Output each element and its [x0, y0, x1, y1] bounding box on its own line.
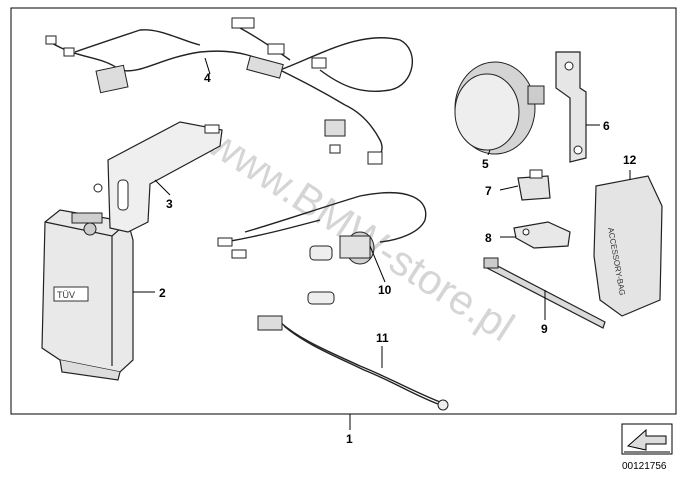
- callout-11: 11: [376, 331, 389, 345]
- leader-lines: [133, 57, 631, 430]
- arrow-logo-icon: [621, 423, 673, 455]
- callout-3: 3: [166, 197, 173, 211]
- clip-part: [517, 169, 551, 201]
- callout-8: 8: [485, 231, 492, 245]
- callout-6: 6: [603, 119, 610, 133]
- callout-1: 1: [346, 432, 353, 446]
- callout-12: 12: [623, 153, 637, 167]
- callout-7: 7: [485, 184, 492, 198]
- small-bracket-part: [513, 221, 571, 249]
- ignition-switch-part: [217, 192, 427, 305]
- callout-2: 2: [159, 286, 166, 300]
- mounting-strap-part: [555, 51, 587, 163]
- diagram-number: 00121756: [622, 461, 667, 472]
- diagram-frame: [10, 7, 677, 415]
- siren-part: [454, 61, 545, 155]
- callout-4: 4: [204, 71, 211, 85]
- tuv-label: TÜV: [57, 290, 75, 300]
- cable-tie-part: [483, 257, 606, 329]
- callout-9: 9: [541, 322, 548, 336]
- alarm-unit-part: TÜV: [41, 209, 134, 381]
- callout-5: 5: [482, 157, 489, 171]
- callout-10: 10: [378, 283, 392, 297]
- cable-part: [257, 315, 449, 411]
- accessory-bag-part: ACCESSORY-BAG: [593, 175, 663, 317]
- bracket-part: [93, 121, 223, 233]
- wiring-harness-part: [45, 17, 414, 165]
